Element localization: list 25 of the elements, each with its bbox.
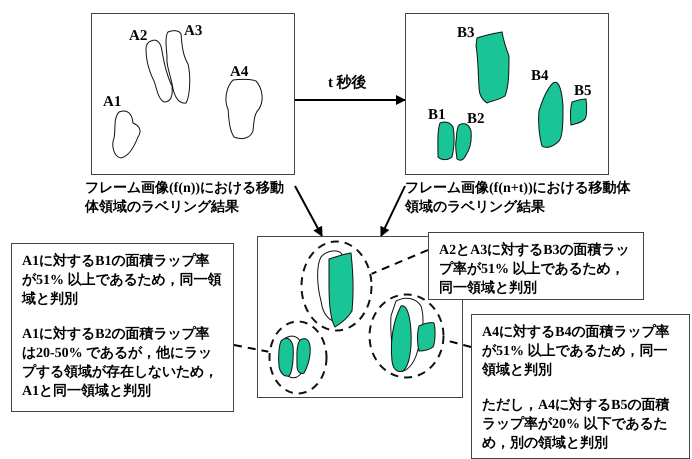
note-text: A2とA3に対するB3の面積ラップ率が51% 以上であるため，同一領域と判別 — [439, 241, 631, 298]
note-box — [428, 232, 644, 300]
arrow — [295, 95, 406, 105]
region-label: A3 — [184, 24, 202, 39]
frame-caption: フレーム画像(f(n+t))における移動体領域のラベリング結果 — [405, 179, 632, 217]
arrow — [294, 186, 323, 237]
note-text: A1に対するB1の面積ラップ率が51% 以上であるため，同一領域と判別 — [22, 252, 222, 309]
note-box — [11, 243, 234, 412]
frame-caption: フレーム画像(f(n))における移動体領域のラベリング結果 — [85, 179, 285, 217]
region-label: A4 — [230, 65, 248, 80]
region-label: B2 — [467, 112, 485, 127]
edge-label: t 秒後 — [328, 76, 367, 91]
leader-line — [234, 344, 269, 353]
region-label: B4 — [531, 69, 549, 84]
note-box — [471, 314, 690, 459]
arrow — [380, 186, 406, 237]
region-label: A2 — [129, 29, 148, 44]
region-label: B3 — [457, 26, 475, 41]
note-text: A4に対するB4の面積ラップ率が51% 以上であるため，同一領域と判別 — [482, 323, 670, 380]
region-label: B1 — [428, 108, 446, 123]
leader-line — [371, 249, 428, 275]
note-text: A1に対するB2の面積ラップ率は20-50% であるが，他にラップする領域が存在しないため，A1と同一領域と判別 — [22, 325, 219, 401]
region-label: B5 — [574, 84, 592, 99]
note-text: ただし，A4に対するB5の面積ラップ率が20% 以下であるため，別の領域と判別 — [482, 396, 670, 453]
region-label: A1 — [103, 95, 122, 110]
